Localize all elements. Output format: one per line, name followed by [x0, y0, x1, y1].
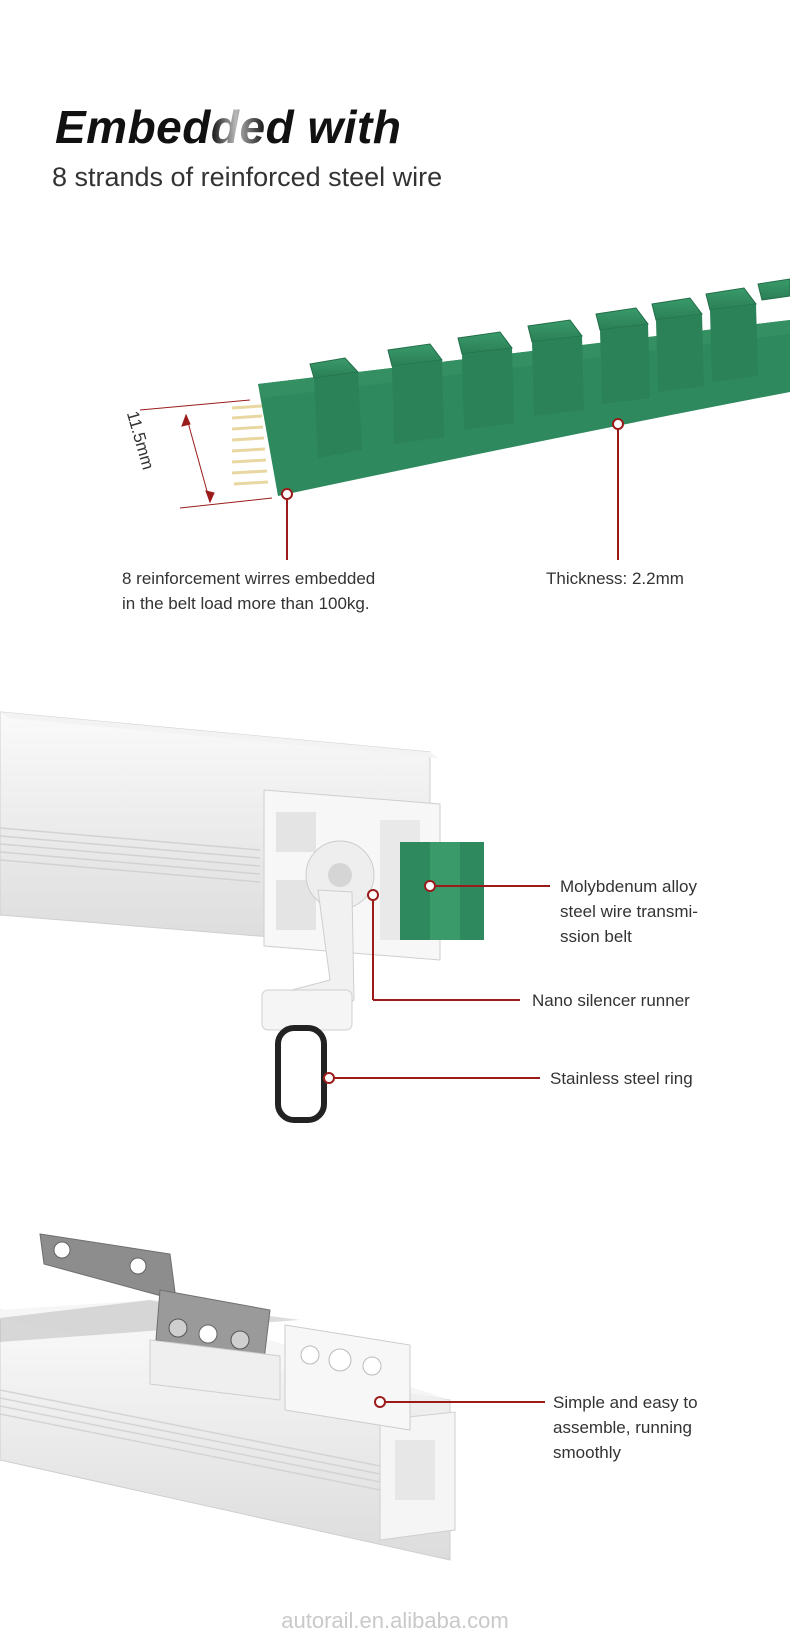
thickness-caption: Thickness: 2.2mm — [546, 569, 684, 588]
headline-subtitle: 8 strands of reinforced steel wire — [52, 162, 443, 192]
assembly-label-line1: Simple and easy to — [553, 1393, 698, 1412]
belt-material-label: Molybdenum alloy steel wire transmi- ssi… — [560, 874, 698, 949]
ring-label: Stainless steel ring — [550, 1069, 693, 1088]
headline-fade-part: de — [210, 101, 266, 153]
curtain-track-image — [0, 711, 550, 1123]
assembly-label-line3: smoothly — [553, 1443, 622, 1462]
width-dimension — [139, 399, 273, 509]
belt-material-line1: Molybdenum alloy — [560, 877, 698, 896]
headline-title: Embedded with — [55, 100, 401, 154]
runner-label: Nano silencer runner — [532, 991, 690, 1010]
assembly-image — [0, 1233, 545, 1561]
wires-caption-line1: 8 reinforcement wirres embedded — [122, 569, 376, 588]
steel-wire-ends — [231, 404, 269, 486]
headline-part-1: Embed — [55, 101, 211, 153]
track-callouts — [323, 880, 550, 1084]
watermark: autorail.en.alibaba.com — [281, 1608, 509, 1633]
assembly-label: Simple and easy to assemble, running smo… — [553, 1390, 698, 1465]
wires-caption: 8 reinforcement wirres embedded in the b… — [122, 566, 375, 616]
wires-caption-line2: in the belt load more than 100kg. — [122, 594, 370, 613]
belt-callouts — [281, 418, 624, 560]
headline-part-2: d with — [265, 101, 402, 153]
assembly-label-line2: assemble, running — [553, 1418, 692, 1437]
timing-belt-image — [139, 278, 790, 560]
belt-material-line3: ssion belt — [560, 927, 632, 946]
belt-material-line2: steel wire transmi- — [560, 902, 698, 921]
assembly-callout — [374, 1396, 545, 1408]
